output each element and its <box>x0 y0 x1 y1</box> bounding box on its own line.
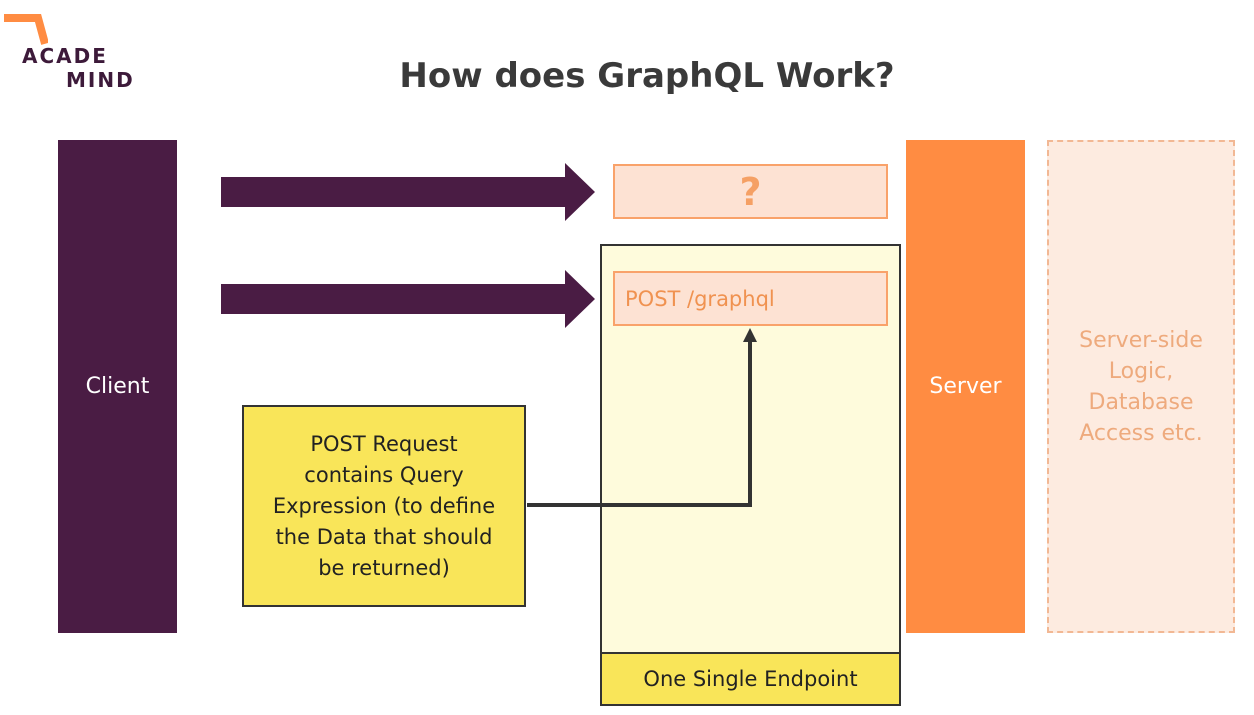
note-line: Expression (to define <box>272 493 496 518</box>
server-side-logic-column: Server-side Logic, Database Access etc. <box>1047 140 1235 633</box>
server-column: Server <box>906 140 1025 633</box>
logo-line-2: MIND <box>66 68 135 92</box>
note-line: contains Query <box>304 462 464 487</box>
slide-title: How does GraphQL Work? <box>399 56 895 96</box>
server-side-logic-text: Server-side Logic, Database Access etc. <box>1079 325 1203 449</box>
unknown-route-label: ? <box>739 169 762 214</box>
logic-line: Database <box>1088 389 1194 415</box>
request-arrow-bottom <box>221 270 595 328</box>
academind-logo: ACADE MIND <box>4 12 144 92</box>
server-label: Server <box>929 374 1002 399</box>
note-line: the Data that should <box>275 524 493 549</box>
logo-line-1: ACADE <box>22 44 108 68</box>
graphql-route-box: POST /graphql <box>613 271 888 326</box>
graphql-route-label: POST /graphql <box>625 286 775 311</box>
note-connector-arrow <box>527 328 757 507</box>
request-arrow-top <box>221 163 595 221</box>
client-column: Client <box>58 140 177 633</box>
note-line: be returned) <box>318 555 450 580</box>
logic-line: Server-side <box>1079 327 1203 353</box>
logo-bracket-icon <box>4 14 48 45</box>
endpoint-label: One Single Endpoint <box>600 652 901 706</box>
client-label: Client <box>85 374 150 399</box>
unknown-route-box: ? <box>613 164 888 219</box>
logic-line: Access etc. <box>1079 420 1203 446</box>
note-text: POST Request contains Query Expression (… <box>273 429 495 584</box>
endpoint-label-text: One Single Endpoint <box>643 667 858 691</box>
query-expression-note: POST Request contains Query Expression (… <box>242 405 526 607</box>
note-line: POST Request <box>310 431 458 456</box>
logic-line: Logic, <box>1108 358 1174 384</box>
